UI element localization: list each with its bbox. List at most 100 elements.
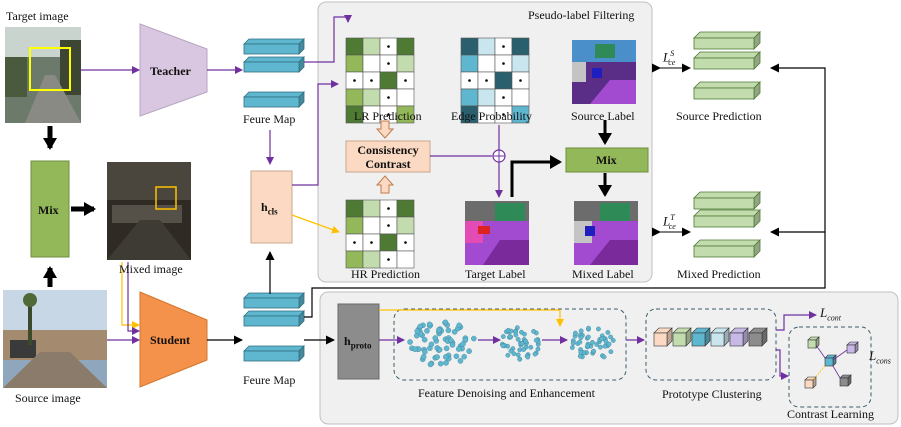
contrast-learning-label: Contrast Learning (787, 407, 874, 421)
edge-probability-grid (460, 37, 530, 124)
grid-dot (502, 62, 505, 65)
contrast-cube (824, 354, 837, 367)
feature-dot (515, 337, 521, 342)
feature-dot (598, 344, 603, 350)
grid-cell (345, 37, 364, 56)
feature-dot (585, 343, 591, 349)
feature-dot (453, 353, 460, 359)
feature-dot (508, 348, 514, 354)
feature-clusters (407, 319, 616, 368)
prototype-cube (653, 327, 673, 347)
feature-dot (436, 346, 443, 353)
feature-dot (605, 330, 611, 335)
lr-prediction-grid (345, 37, 415, 124)
prototype-cube (691, 327, 711, 347)
arrow-lr-consistency (375, 120, 395, 139)
feature-dot (602, 343, 608, 349)
feature-dot (608, 349, 614, 355)
grid-dot (353, 79, 356, 82)
grid-cell (345, 250, 364, 269)
feature-dot (417, 323, 424, 330)
feature-dot (601, 354, 607, 360)
l-cons-label: Lcons (869, 348, 891, 366)
arrow-hr-consistency (375, 175, 395, 194)
consistency-contrast-box (345, 140, 431, 173)
feature-dot (471, 335, 477, 342)
grid-dot (502, 45, 505, 48)
feature-dot (500, 334, 506, 339)
mix-left-box (30, 160, 70, 258)
grid-cell (494, 71, 513, 90)
feature-dot (414, 328, 420, 334)
grid-cell (460, 37, 479, 56)
source-prediction-stack (693, 31, 761, 100)
grid-cell (477, 37, 496, 56)
target-label-image (465, 201, 529, 265)
grid-cell (345, 216, 364, 235)
grid-cell (379, 233, 398, 252)
contrast-dashed-box (788, 326, 872, 408)
feature-map-bottom (243, 292, 305, 362)
feature-dot (421, 336, 428, 343)
feature-slab (243, 38, 305, 55)
prototype-cube (729, 327, 749, 347)
grid-dot (387, 62, 390, 65)
prediction-slab (693, 81, 761, 100)
prediction-slab (693, 239, 761, 258)
grid-cell (396, 54, 415, 73)
mixed-image-label: Mixed image (119, 262, 183, 276)
contrast-cube (846, 341, 859, 354)
grid-cell (362, 216, 381, 235)
grid-cell (511, 105, 530, 124)
feature-dot (586, 325, 591, 331)
feature-dot (570, 340, 576, 346)
feature-dot (573, 330, 578, 336)
grid-cell (362, 250, 381, 269)
grid-dot (519, 79, 522, 82)
contrast-link (815, 344, 826, 359)
feature-dot (591, 348, 596, 354)
feature-slab (243, 310, 305, 327)
arrow-cluster-contrast (776, 349, 789, 380)
target-label-label: Target Label (465, 267, 526, 281)
feature-dot (448, 337, 454, 343)
grid-dot (370, 241, 373, 244)
feature-dot (517, 356, 523, 362)
feature-dot (427, 361, 434, 368)
hr-prediction-label: HR Prediction (351, 267, 420, 281)
grid-dot (404, 79, 407, 82)
feature-dot (523, 338, 529, 344)
grid-dot (387, 207, 390, 210)
grid-cell (362, 54, 381, 73)
feature-dot (443, 360, 449, 366)
mixed-label-image (574, 201, 638, 265)
arrow-fm-predictions (304, 63, 826, 318)
grid-cell (345, 54, 364, 73)
grid-cell (511, 54, 530, 73)
grid-dot (387, 113, 390, 116)
prediction-slab (693, 209, 761, 228)
feature-dot (586, 334, 591, 340)
feature-dot (460, 341, 466, 347)
student-shape (139, 291, 208, 388)
consistency-contrast-label: Consistency Contrast (357, 143, 419, 171)
grid-cell (345, 88, 364, 107)
contrast-cube (807, 336, 820, 349)
arrow-fm-lr (304, 15, 352, 63)
h-cls-box (250, 170, 293, 244)
feature-dot (608, 334, 613, 340)
grid-dot (387, 258, 390, 261)
feature-dot (521, 347, 526, 352)
grid-dot (353, 241, 356, 244)
feature-dot (532, 351, 538, 357)
feature-dot (533, 337, 539, 343)
prototype-clustering-label: Prototype Clustering (662, 387, 762, 401)
teacher-shape (139, 23, 208, 117)
feature-dot (466, 348, 472, 354)
feature-slab (243, 91, 305, 108)
pseudo-label-title: Pseudo-label Filtering (528, 8, 635, 22)
feature-dot (456, 322, 462, 329)
student-label: Student (150, 333, 191, 347)
grid-cell (362, 199, 381, 218)
feature-dot (519, 329, 524, 335)
